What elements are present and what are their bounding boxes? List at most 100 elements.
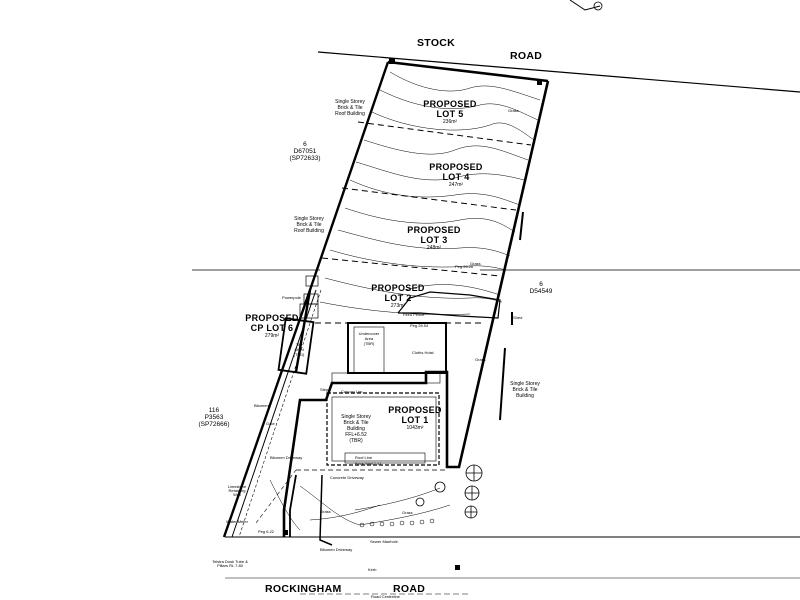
neighbour-west-bottom-lot: 116 bbox=[208, 407, 220, 414]
neighbour-west-bottom: 116 P3563 (SP72666) bbox=[198, 407, 229, 428]
tree-symbols bbox=[415, 464, 483, 519]
telstra-pole-label: Telstra Dusk Tube & Pillars RL 7.80 bbox=[212, 559, 248, 569]
neighbour-west-top-sp: (SP72633) bbox=[289, 155, 321, 162]
neighbour-east: 6 D54549 bbox=[530, 281, 553, 295]
undercover-line3: (TBR) bbox=[363, 341, 375, 346]
road-label-stock: STOCK bbox=[417, 37, 456, 49]
lot-5-label: PROPOSED LOT 5 236m² bbox=[423, 99, 476, 125]
water-meter-label: Water Meter bbox=[226, 519, 248, 524]
north-arrow-fragment bbox=[569, 0, 601, 11]
lot-4-name: PROPOSED bbox=[429, 162, 483, 172]
concrete-driveway-label: Concrete Driveway bbox=[330, 475, 364, 480]
lot-4-label: PROPOSED LOT 4 247m² bbox=[429, 162, 482, 188]
lot-1-area: 1043m² bbox=[406, 425, 424, 431]
cp-lot-inner bbox=[231, 289, 317, 538]
lot-3-area: 248m² bbox=[426, 245, 442, 251]
grass-label-4: Grass bbox=[320, 509, 331, 514]
parcel-boundary bbox=[282, 80, 550, 537]
corner-marker-1 bbox=[389, 58, 395, 64]
building-lot1-line1: Single Storey bbox=[341, 414, 371, 420]
powerpole-label: Powerpole bbox=[282, 295, 301, 300]
building-east-line3: Building bbox=[516, 393, 534, 399]
rear-structures bbox=[331, 322, 447, 384]
neighbour-west-top: 6 D67051 (SP72633) bbox=[289, 141, 320, 162]
cp-lot-6-name: PROPOSED bbox=[245, 313, 299, 323]
lot-5-area: 236m² bbox=[442, 119, 458, 125]
peg-label-3: Peg 26.26 bbox=[455, 264, 474, 269]
road-label-rockingham: ROCKINGHAM bbox=[265, 583, 342, 595]
tile-shed-label: Tile Shed (TBD) bbox=[294, 342, 305, 357]
lot-2-number: LOT 2 bbox=[384, 293, 412, 303]
lot-1-number: LOT 1 bbox=[401, 415, 429, 425]
bitumen-driveway bbox=[289, 474, 297, 537]
building-top-line1: Single Storey bbox=[335, 99, 365, 105]
tile-shed-line3: (TBD) bbox=[293, 352, 305, 357]
fibro-fence-label: Fibro Fence bbox=[403, 312, 425, 317]
parcel-boundary-west bbox=[387, 60, 549, 83]
lot-5-name: PROPOSED bbox=[423, 99, 477, 109]
neighbour-west-bottom-plan: P3563 bbox=[204, 414, 224, 421]
neighbour-west-top-lot: 6 bbox=[303, 141, 307, 148]
lot-1-name: PROPOSED bbox=[388, 405, 442, 415]
lot-1-label: PROPOSED LOT 1 1043m² bbox=[388, 405, 441, 431]
lot2-feature bbox=[397, 291, 501, 319]
lot-2-label: PROPOSED LOT 2 273m² bbox=[371, 283, 424, 309]
building-top-line2: Brick & Tile bbox=[337, 105, 363, 111]
building-mid-line2: Brick & Tile bbox=[296, 222, 322, 228]
stock-road-boundary bbox=[317, 51, 800, 93]
grass-label-1: Grass bbox=[508, 108, 519, 113]
building-lot1-line2: Brick & Tile bbox=[343, 420, 369, 426]
cp-lot-boundary bbox=[222, 289, 312, 538]
grass-label-2: Grass bbox=[470, 261, 481, 266]
tile-shed-line1: Tile bbox=[295, 342, 303, 347]
neighbour-west-bottom-sp: (SP72666) bbox=[198, 421, 230, 428]
road-label-rockingham-road: ROAD bbox=[393, 583, 426, 595]
canopy-label: Canopy Lim. bbox=[341, 389, 364, 394]
bitumen-label: Bitumen bbox=[254, 403, 269, 408]
cp-lot-inner2 bbox=[238, 289, 322, 538]
neighbour-east-lot: 6 bbox=[539, 281, 543, 288]
lot4-lot3-divider bbox=[341, 187, 517, 211]
building-label-mid: Single Storey Brick & Tile Roof Building bbox=[294, 216, 324, 234]
lot5-lot4-divider bbox=[357, 121, 532, 146]
building-label-lot1: Single Storey Brick & Tile Building FFL+… bbox=[341, 414, 371, 444]
contour-lines bbox=[269, 71, 541, 531]
east-fence-2 bbox=[499, 347, 506, 421]
undercover-line1: Undercover bbox=[358, 331, 380, 336]
peg-label-1: Peg 6.22 bbox=[258, 529, 275, 534]
lot-3-label: PROPOSED LOT 3 248m² bbox=[407, 225, 460, 251]
corner-marker-4 bbox=[455, 565, 460, 570]
cp-structure-1 bbox=[305, 275, 319, 287]
cp-lot-6-number: CP LOT 6 bbox=[250, 323, 294, 333]
corner-marker-2 bbox=[537, 80, 542, 85]
kerb-label: Kerb bbox=[368, 567, 377, 572]
sewer-manhole-label: Sewer Manhole bbox=[370, 539, 398, 544]
steps-label: Steps bbox=[320, 387, 331, 392]
lot-3-number: LOT 3 bbox=[420, 235, 448, 245]
bitumen-driveway-2 bbox=[319, 474, 333, 546]
building-top-line3: Roof Building bbox=[335, 111, 365, 117]
lot-4-number: LOT 4 bbox=[442, 172, 470, 182]
lot-2-area: 273m² bbox=[390, 303, 406, 309]
tile-shed bbox=[277, 317, 315, 375]
lot-4-area: 247m² bbox=[448, 182, 464, 188]
road-centreline-label: Road Centreline bbox=[371, 594, 400, 599]
building-mid-line3: Roof Building bbox=[294, 228, 324, 234]
cp-lot-6-area: 279m² bbox=[264, 333, 280, 339]
tile-shed-line2: Shed bbox=[294, 347, 304, 352]
building-lot1-line4: FFL+6.52 bbox=[345, 432, 367, 438]
vegetation bbox=[359, 518, 435, 528]
roof-line-label: Roof Line bbox=[355, 455, 373, 460]
brick-wall-label: Brick Wall 7.41 bbox=[355, 461, 382, 466]
building-lot1-line5: (TBR) bbox=[349, 438, 363, 444]
bitumen-driveway-label-2: Bitumen Driveway bbox=[320, 547, 353, 552]
lot1-building bbox=[326, 392, 440, 466]
east-fence-3 bbox=[519, 211, 524, 241]
limestone-wall-label: Limestone Retaining Wall bbox=[227, 484, 247, 498]
north-marker bbox=[593, 1, 603, 11]
building-mid-line1: Single Storey bbox=[294, 216, 324, 222]
peg-label-2: Peg 26.54 bbox=[410, 323, 429, 328]
neighbour-west-top-plan: D67051 bbox=[293, 148, 317, 155]
neighbour-east-plan: D54549 bbox=[529, 288, 553, 295]
